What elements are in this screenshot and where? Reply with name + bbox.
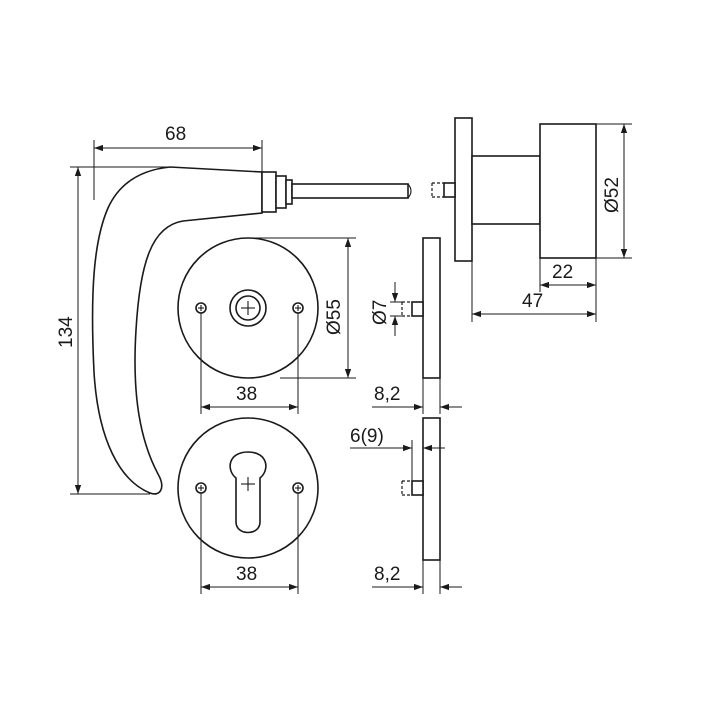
label-8-2-top: 8,2: [374, 384, 400, 405]
spindle-tip: [407, 183, 412, 199]
screw-icon: [195, 302, 207, 314]
dim-escutcheon-thickness: 8,2: [372, 560, 462, 594]
dim-handle-height: 134: [56, 166, 170, 495]
escutcheon-side-plate: [422, 417, 441, 561]
dim-escutcheon-screws: 38: [200, 493, 299, 594]
escutcheon-bottom: [177, 417, 319, 559]
rose-side-plate: [422, 237, 441, 379]
screw-icon: [292, 482, 304, 494]
dim-rose-thickness: 8,2: [372, 378, 462, 414]
label-d52: Ø52: [602, 177, 623, 213]
spindle: [291, 183, 409, 199]
knob-pin: [443, 182, 456, 198]
screw-icon: [292, 302, 304, 314]
dim-rose-screws: 38: [200, 313, 299, 414]
knob-head: [539, 123, 597, 259]
dim-pin-diameter: Ø7: [370, 282, 402, 336]
lever-collar: [275, 175, 287, 209]
label-22: 22: [552, 262, 573, 283]
knob-rose-plate: [454, 117, 473, 262]
dim-knob-total: 47: [471, 261, 597, 322]
lever-handle-body: [91, 166, 263, 495]
dim-handle-width: 68: [93, 124, 263, 200]
label-68: 68: [165, 124, 186, 145]
dim-knob-length: 22: [539, 258, 597, 292]
escutcheon-side-view: [401, 417, 441, 561]
dim-pin-offset: 6(9): [350, 426, 445, 481]
lever-neck: [261, 171, 277, 213]
lever-collar-ring: [285, 179, 293, 205]
screw-icon: [195, 482, 207, 494]
cylinder-cutout: [229, 451, 267, 534]
knob-neck: [471, 155, 541, 225]
label-d55: Ø55: [324, 299, 345, 335]
label-8-2-bottom: 8,2: [374, 564, 400, 585]
rose-side-pin: [411, 301, 424, 317]
dim-rose-diameter: Ø55: [248, 237, 356, 379]
escutcheon-side-pin: [411, 480, 424, 496]
rose-side-view: [401, 237, 441, 379]
label-134: 134: [56, 316, 77, 348]
label-6-9: 6(9): [350, 426, 384, 447]
label-47: 47: [522, 291, 543, 312]
lever-handle: [91, 166, 412, 495]
label-38-top: 38: [236, 384, 257, 405]
knob-side-view: [431, 117, 597, 262]
label-d7: Ø7: [370, 300, 391, 325]
rose-top: [177, 237, 319, 379]
dim-knob-diameter: Ø52: [596, 123, 632, 259]
label-38-bottom: 38: [236, 564, 257, 585]
